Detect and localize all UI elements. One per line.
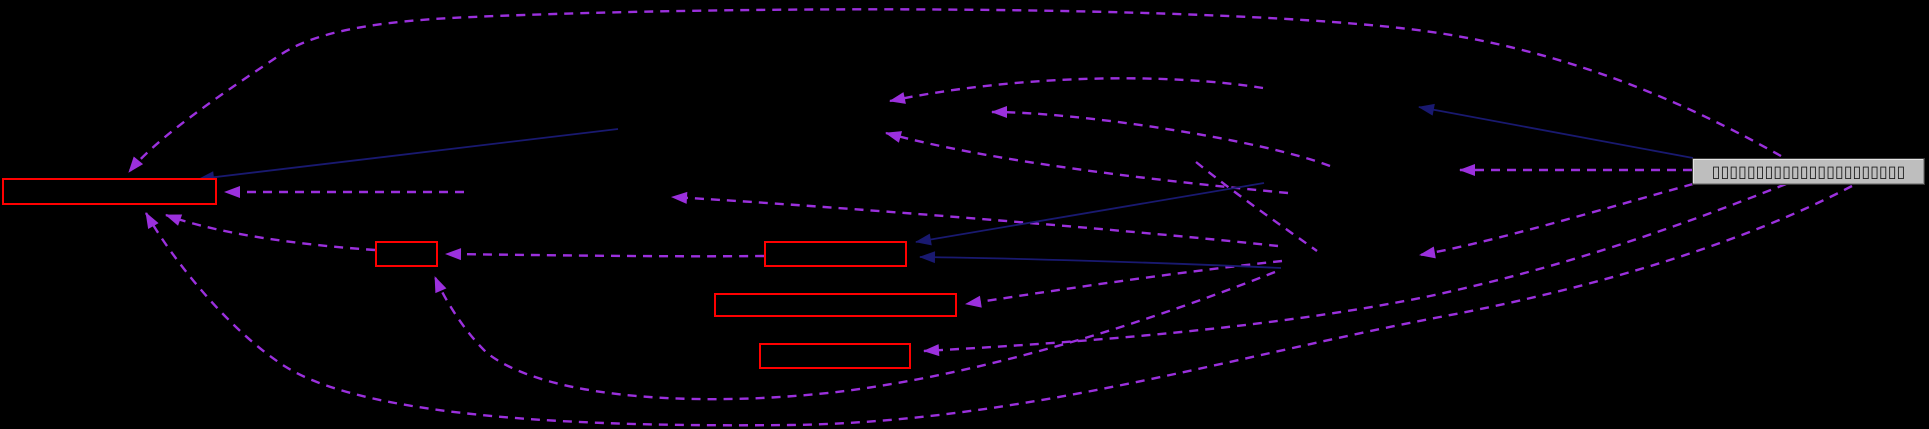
root-file-node[interactable]: ▯▯▯▯▯▯▯▯▯▯▯▯▯▯▯▯▯▯▯▯▯▯: [1692, 158, 1925, 185]
edge-box3-to-box2: [445, 248, 765, 261]
edge-curve-lower-mid: [885, 131, 1289, 195]
edge-box2-to-box1: [165, 213, 376, 252]
edge-top-arc: [128, 8, 1782, 173]
red-node-3[interactable]: [764, 241, 907, 267]
edge-solid-box3-upper: [915, 182, 1265, 246]
red-node-1[interactable]: [2, 178, 217, 205]
red-node-4[interactable]: [714, 293, 957, 317]
red-node-5[interactable]: [759, 343, 911, 369]
edge-hub-diagonal: [1195, 161, 1318, 252]
edge-solid-root-left: [1418, 103, 1694, 159]
edge-root-to-box5: [923, 182, 1787, 357]
edge-solid-box3-lower: [919, 251, 1282, 269]
edge-sweep-box1-bottom: [144, 184, 1853, 427]
edge-root-to-hub: [1419, 182, 1694, 259]
root-file-label: ▯▯▯▯▯▯▯▯▯▯▯▯▯▯▯▯▯▯▯▯▯▯: [1711, 161, 1906, 181]
edge-solid-box1-top: [198, 128, 619, 184]
red-node-2[interactable]: [375, 241, 438, 267]
edge-hub-to-box4: [965, 259, 1283, 308]
edge-hub-to-mid: [671, 191, 1279, 248]
edge-curve-upper-mid: [991, 106, 1331, 168]
edge-sweep-box2-bottom: [433, 270, 1276, 401]
edge-curve-upper-left: [889, 77, 1264, 104]
